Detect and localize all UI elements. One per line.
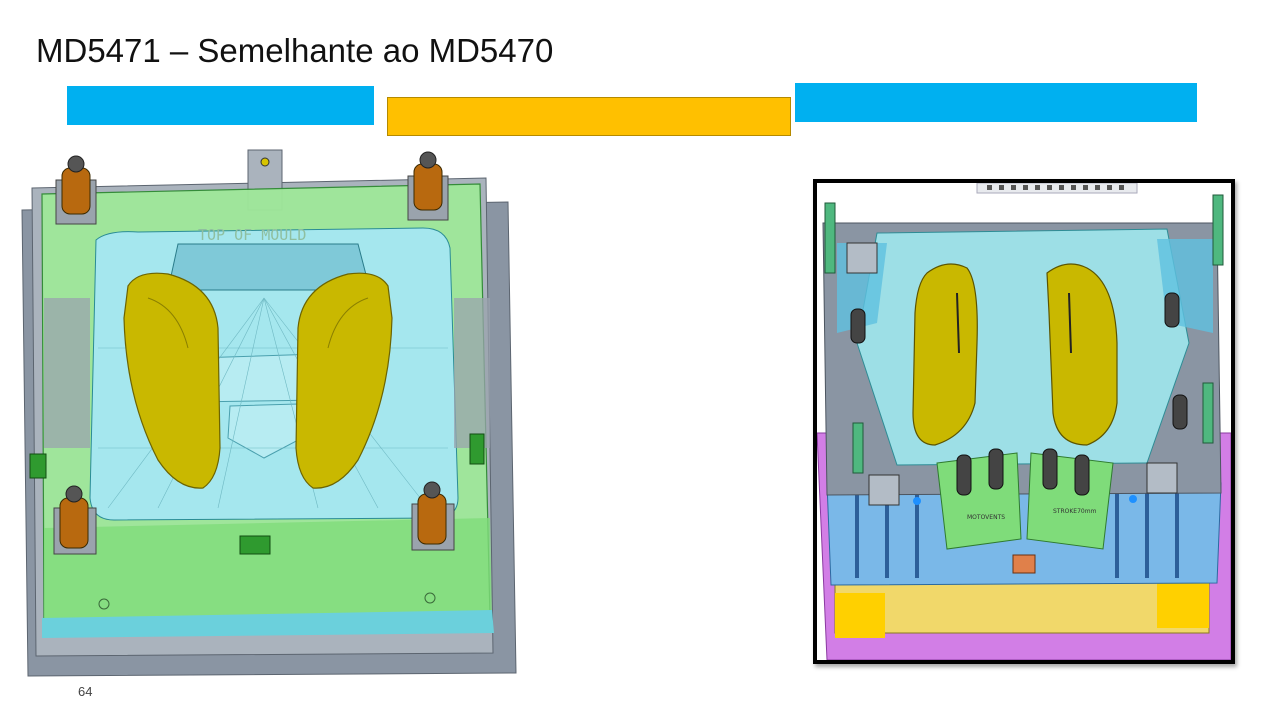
ejector-bottom-left xyxy=(53,485,97,555)
yellow-label-bar-center xyxy=(387,97,791,136)
mold-image-left: TOP OF MOULD xyxy=(18,148,518,678)
blue-label-bar-left xyxy=(67,86,374,125)
ejector-top-right xyxy=(407,151,449,221)
slide-label-right: STROKE70mm xyxy=(1053,508,1097,515)
mold-image-right: MOTOVENTS STROKE70mm xyxy=(813,179,1235,664)
ejector-bottom-right xyxy=(411,481,455,551)
page-number: 64 xyxy=(78,684,93,699)
ejector-top-left xyxy=(55,155,97,225)
engraving-text: TOP OF MOULD xyxy=(198,226,306,244)
slide-title: MD5471 – Semelhante ao MD5470 xyxy=(36,32,554,69)
mold-3d-model-icon: MOTOVENTS STROKE70mm xyxy=(817,183,1231,660)
slide-label-left: MOTOVENTS xyxy=(967,514,1005,521)
blue-label-bar-right xyxy=(795,83,1197,122)
mold-3d-model-icon: TOP OF MOULD xyxy=(21,149,517,677)
